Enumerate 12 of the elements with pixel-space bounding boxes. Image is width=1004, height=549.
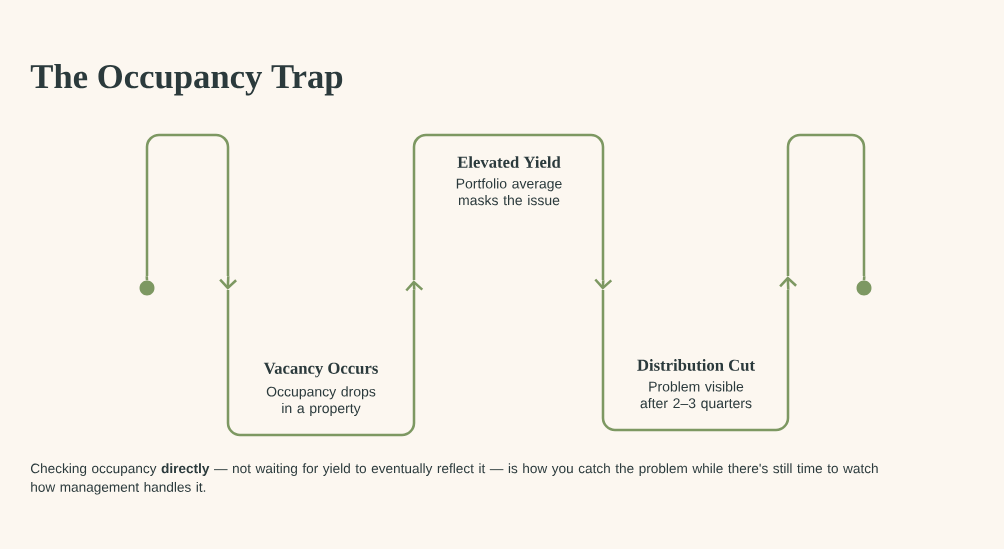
title: The Occupancy Trap [30,63,343,96]
caption: Checking occupancy directly — not waiting for yield to eventually reflect it — is how you catch the problem while there's still time to watch how management handles it. [30,463,878,495]
peak-outline [786,133,866,276]
endpoint-dot [856,280,872,296]
step-description: Problem visible after 2–3 quarters [640,381,752,411]
step-title: Vacancy Occurs [263,362,378,378]
step-title: Distribution Cut [637,359,755,371]
step-title: Elevated Yield [457,156,561,168]
step-description: Occupancy drops in a property [266,386,376,416]
step-description: Portfolio average masks the issue [456,178,562,206]
endpoint-dot [139,280,155,296]
peak-outline [145,133,230,276]
